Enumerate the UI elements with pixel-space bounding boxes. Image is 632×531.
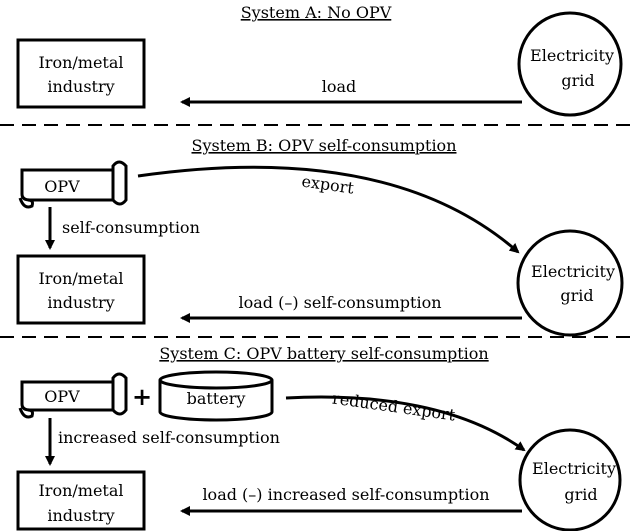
grid-label-c-line1: Electricity (532, 459, 616, 478)
load-label-b: load (–) self-consumption (238, 293, 441, 312)
industry-label-c-line2: industry (47, 506, 114, 525)
opv-scroll-b: OPV (18, 160, 128, 209)
grid-label-a-line1: Electricity (530, 46, 614, 65)
plus-sign: + (132, 382, 152, 411)
industry-label-a-line2: industry (47, 77, 114, 96)
opv-scroll-c: OPV (18, 372, 128, 419)
system-c: System C: OPV battery self-consumption O… (16, 344, 622, 531)
export-label-c: reduced export (331, 389, 457, 425)
opv-label-b: OPV (44, 177, 80, 196)
grid-circle-b: Electricity grid (516, 229, 624, 337)
system-a: System A: No OPV Iron/metal industry Ele… (16, 3, 623, 117)
industry-box-a: Iron/metal industry (16, 38, 146, 109)
export-arrow-c (285, 395, 526, 452)
grid-label-b-line2: grid (560, 286, 593, 305)
grid-label-a-line2: grid (561, 71, 594, 90)
industry-box-c: Iron/metal industry (16, 470, 146, 531)
load-label-c: load (–) increased self-consumption (202, 485, 489, 504)
grid-label-c-line2: grid (564, 485, 597, 504)
industry-label-b-line1: Iron/metal (38, 269, 123, 288)
export-arrow-b (137, 165, 520, 254)
grid-label-b-line1: Electricity (531, 262, 615, 281)
industry-label-a-line1: Iron/metal (38, 53, 123, 72)
industry-label-b-line2: industry (47, 293, 114, 312)
self-consumption-label-b: self-consumption (62, 218, 200, 237)
self-consumption-label-c: increased self-consumption (58, 428, 280, 447)
opv-label-c: OPV (44, 387, 80, 406)
battery-label: battery (187, 389, 246, 408)
system-b-heading: System B: OPV self-consumption (192, 136, 457, 155)
system-c-heading: System C: OPV battery self-consumption (159, 344, 488, 363)
load-label-a: load (322, 77, 357, 96)
system-b: System B: OPV self-consumption OPV expor… (16, 136, 624, 337)
system-a-heading: System A: No OPV (241, 3, 392, 22)
grid-circle-a: Electricity grid (517, 11, 623, 117)
grid-circle-c: Electricity grid (518, 428, 622, 531)
industry-box-b: Iron/metal industry (16, 254, 146, 325)
battery-icon: battery (158, 370, 274, 422)
industry-label-c-line1: Iron/metal (38, 481, 123, 500)
